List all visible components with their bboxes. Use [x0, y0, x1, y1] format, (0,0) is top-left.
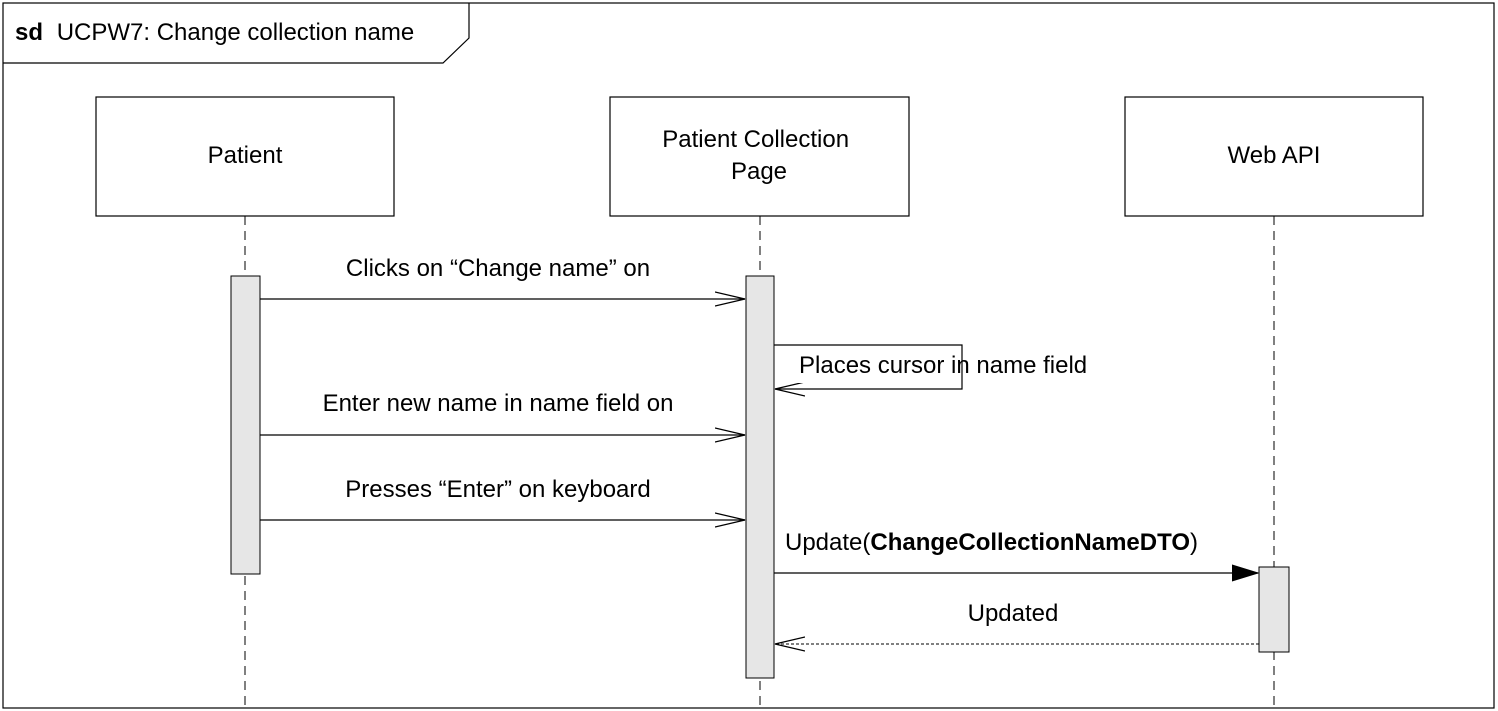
message-places-cursor: Places cursor in name field	[774, 344, 1087, 389]
message-label: Updated	[968, 600, 1059, 627]
lifeline-page-head	[609, 96, 910, 217]
frame-keyword: sd	[15, 19, 43, 46]
lifeline-patient: Patient	[95, 96, 395, 708]
frame-title-tab	[3, 3, 470, 64]
activation-api	[1258, 566, 1290, 653]
activation-patient	[230, 275, 261, 575]
message-enter-new-name: Enter new name in name field on	[260, 390, 745, 435]
lifeline-patient-label: Patient	[208, 142, 283, 169]
lifeline-api: Web API	[1124, 96, 1424, 708]
lifeline-page: Patient Collection Page	[609, 96, 910, 708]
message-label: Update(ChangeCollectionNameDTO)	[785, 529, 1198, 556]
frame-name: UCPW7: Change collection name	[57, 19, 415, 46]
lifeline-api-head	[1124, 96, 1424, 217]
frame-title: sd UCPW7: Change collection name	[15, 19, 414, 46]
message-label: Places cursor in name field	[799, 352, 1087, 379]
lifeline-patient-head	[95, 96, 395, 217]
message-label: Enter new name in name field on	[323, 390, 674, 417]
message-label: Clicks on “Change name” on	[346, 255, 650, 282]
message-clicks-change-name: Clicks on “Change name” on	[260, 255, 745, 299]
message-presses-enter: Presses “Enter” on keyboard	[260, 476, 745, 520]
self-message-label-bg	[797, 347, 961, 383]
lifeline-api-label: Web API	[1228, 142, 1321, 169]
message-label: Presses “Enter” on keyboard	[345, 476, 650, 503]
self-message-arrow	[774, 344, 963, 389]
lifeline-page-label: Patient Collection Page	[662, 126, 855, 185]
activation-page	[745, 275, 775, 679]
message-updated-return: Updated	[775, 600, 1259, 644]
message-update: Update(ChangeCollectionNameDTO)	[774, 529, 1258, 573]
